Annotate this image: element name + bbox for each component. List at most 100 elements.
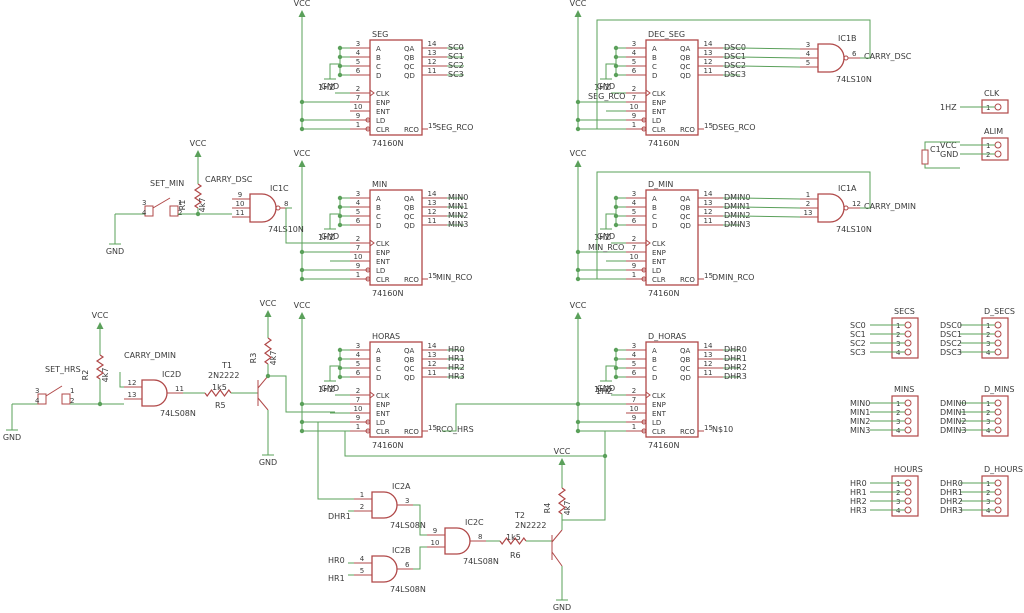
connector-signal-DMIN2: DMIN2 <box>940 417 967 426</box>
connector-ALIM <box>981 137 1009 161</box>
chip-name-SEG: SEG <box>372 30 388 39</box>
resistor-r3 <box>263 337 273 365</box>
pin-name: C <box>652 365 657 373</box>
connector-pin <box>994 399 1002 407</box>
connector-signal-MIN1: MIN1 <box>850 408 870 417</box>
junction-dot <box>337 213 343 219</box>
chip-name-D_MIN: D_MIN <box>648 180 673 189</box>
rco-label-HORAS: RCO_HRS <box>436 425 474 434</box>
connector-pin <box>994 150 1002 158</box>
pin-num: 14 <box>704 40 713 48</box>
pin-name: QD <box>404 72 415 80</box>
junction-dot <box>337 204 343 210</box>
pin-name: QC <box>404 365 415 373</box>
pin-name: CLK <box>376 392 390 400</box>
input-ground-bus <box>339 197 350 226</box>
pin-num: 10 <box>354 103 363 111</box>
vcc-arrow <box>194 150 202 157</box>
gate-IC1B <box>817 43 845 73</box>
pin-num: 10 <box>630 253 639 261</box>
pin-num: 12 <box>704 208 713 216</box>
wire <box>739 65 801 68</box>
pin-name: ENT <box>652 410 667 418</box>
pin-name: D <box>652 72 657 80</box>
gate-id-IC2D: IC2D <box>162 370 181 379</box>
chip-name-D_HORAS: D_HORAS <box>648 332 686 341</box>
output-label-HR1: HR1 <box>448 354 465 363</box>
connector-D_HOURS <box>981 475 1009 517</box>
r6-label: R6 <box>510 551 521 560</box>
pin-num: 14 <box>428 40 437 48</box>
pin-num: 12 <box>128 379 137 387</box>
pin-name: QC <box>680 213 691 221</box>
connector-signal-DHR3: DHR3 <box>940 506 963 515</box>
connector-signal-DSC2: DSC2 <box>940 339 962 348</box>
hours-clock-wire <box>268 375 335 413</box>
gnd-label: GND <box>321 384 339 393</box>
pin-num: 6 <box>632 217 637 225</box>
pin-num: 11 <box>428 217 437 225</box>
input-ground-bus <box>339 47 350 76</box>
pin-num: 7 <box>356 396 360 404</box>
pin-name: QD <box>404 222 415 230</box>
pin-num: 15 <box>704 122 713 130</box>
connector-D_MINS <box>981 395 1009 437</box>
vcc-arrow <box>264 310 272 317</box>
pin-name: D <box>376 374 381 382</box>
junction-dot <box>299 126 305 132</box>
pin-num: 4 <box>360 555 365 563</box>
junction-dot <box>613 63 619 69</box>
junction-dot <box>299 428 305 434</box>
transistor-t2-c <box>551 529 563 543</box>
pin-num: 4 <box>986 349 991 357</box>
pin-num: 11 <box>704 369 713 377</box>
pin-name: QA <box>680 195 691 203</box>
pin-num: 7 <box>632 396 636 404</box>
pin-num: 15 <box>704 424 713 432</box>
transistor-t2-e <box>551 551 563 567</box>
connector-signal-SC3: SC3 <box>850 348 866 357</box>
pin-num: 2 <box>356 85 360 93</box>
pin-name: ENT <box>652 108 667 116</box>
pin-name: ENP <box>376 99 390 107</box>
gate-id-IC2A: IC2A <box>392 482 411 491</box>
hours-rco-wire <box>442 403 626 432</box>
pin-num: 7 <box>632 94 636 102</box>
resistor-r4 <box>557 487 567 515</box>
gate-id-IC1B: IC1B <box>838 34 857 43</box>
pin-name: QD <box>680 72 691 80</box>
junction-dot <box>613 204 619 210</box>
output-label-MIN1: MIN1 <box>448 202 468 211</box>
pin-num: 5 <box>360 567 364 575</box>
pin-name: QD <box>404 374 415 382</box>
connector-pin <box>904 408 912 416</box>
pin-num: 14 <box>704 342 713 350</box>
pin-name: B <box>376 204 381 212</box>
pin-num: 4 <box>356 351 361 359</box>
clk-label: 1HZ <box>594 233 611 242</box>
pin-num: 5 <box>632 58 636 66</box>
chip-type-D_HORAS: 74160N <box>648 441 679 450</box>
pin-num: 9 <box>632 262 636 270</box>
clk-triangle <box>645 89 651 97</box>
pin-name: QC <box>404 213 415 221</box>
junction-dot <box>575 419 581 425</box>
junction-dot <box>613 347 619 353</box>
carry-dsc-loop <box>596 19 871 130</box>
pin-name: QB <box>404 204 415 212</box>
pin-num: 1 <box>986 322 990 330</box>
pin-num: 7 <box>356 244 360 252</box>
output-label-HR2: HR2 <box>448 363 465 372</box>
connector-pin <box>904 506 912 514</box>
pin-num: 2 <box>360 503 364 511</box>
connector-signal-HR3: HR3 <box>850 506 867 515</box>
set-min-label: SET_MIN <box>150 179 184 188</box>
pin-num: 14 <box>428 342 437 350</box>
pin-num: 6 <box>632 369 637 377</box>
output-label-DSC2: DSC2 <box>724 61 746 70</box>
chip-SEG <box>369 39 423 136</box>
pin-num: 2 <box>178 209 182 217</box>
junction-dot <box>613 54 619 60</box>
pin-num: 3 <box>986 498 990 506</box>
min-rco-label: MIN_RCO <box>588 243 624 252</box>
